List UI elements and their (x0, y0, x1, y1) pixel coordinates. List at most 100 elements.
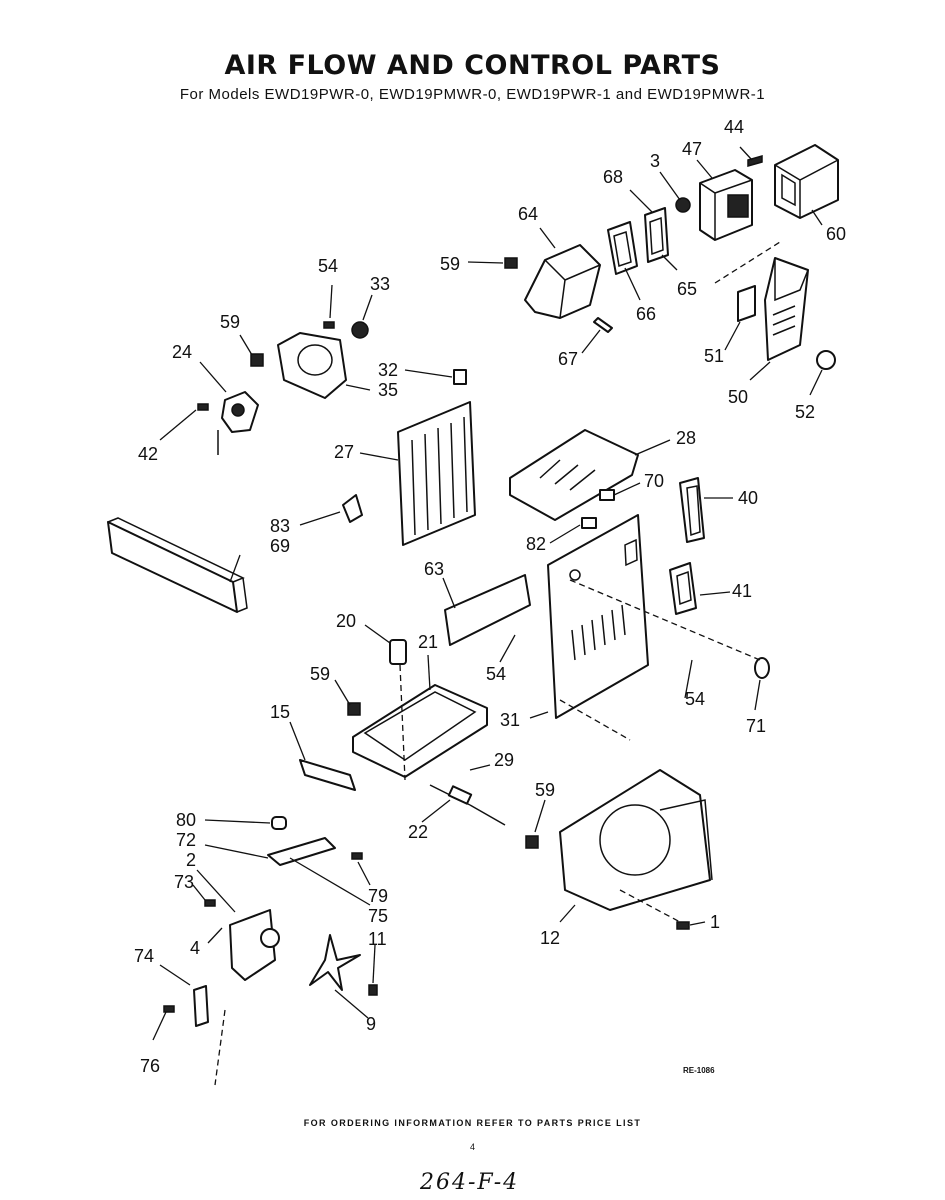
assembly-lines (214, 241, 781, 1086)
callout-47: 47 (682, 139, 702, 159)
callout-27: 27 (334, 442, 354, 462)
callout-59c: 59 (310, 664, 330, 684)
part-1-screw (676, 921, 690, 930)
part-71-cap (754, 657, 770, 679)
callout-64: 64 (518, 204, 538, 224)
callout-21: 21 (418, 632, 438, 652)
part-32-clip (453, 369, 467, 385)
part-64-damper (524, 244, 601, 319)
callout-69: 69 (270, 536, 290, 556)
part-28-cover (509, 429, 639, 521)
callout-3: 3 (650, 151, 660, 171)
part-9-fan-blade (309, 934, 361, 991)
part-54-screw (323, 321, 335, 329)
callout-33: 33 (370, 274, 390, 294)
callout-82: 82 (526, 534, 546, 554)
callout-12: 12 (540, 928, 560, 948)
callout-63: 63 (424, 559, 444, 579)
leader-lines (152, 146, 823, 1041)
callout-32: 32 (378, 360, 398, 380)
callout-65: 65 (677, 279, 697, 299)
page-number: 4 (469, 1142, 475, 1152)
part-82-clip (581, 517, 597, 529)
callout-59d: 59 (535, 780, 555, 800)
part-41-duct (669, 562, 697, 615)
part-73-screw (204, 899, 216, 907)
part-74-bracket (193, 985, 209, 1027)
part-83-clip (342, 494, 363, 523)
callout-40: 40 (738, 488, 758, 508)
part-12-fan-shroud (559, 769, 713, 911)
callout-15: 15 (270, 702, 290, 722)
part-42-screw (197, 403, 209, 411)
part-70-clip (599, 489, 615, 501)
page-title: AIR FLOW AND CONTROL PARTS (224, 50, 721, 81)
callout-74: 74 (134, 946, 154, 966)
part-20-plug (389, 639, 407, 665)
callout-68: 68 (603, 167, 623, 187)
callout-75: 75 (368, 906, 388, 926)
callout-2: 2 (186, 850, 196, 870)
part-44-screw (747, 155, 763, 167)
part-59-clip-3 (347, 702, 361, 716)
callout-54a: 54 (318, 256, 338, 276)
diagram-reference: RE-1086 (683, 1066, 715, 1075)
callout-54b: 54 (486, 664, 506, 684)
part-66-frame (607, 221, 638, 275)
callout-41: 41 (732, 581, 752, 601)
part-76-screw (163, 1005, 175, 1013)
part-59-clip (504, 257, 518, 269)
callout-70: 70 (644, 471, 664, 491)
callout-54c: 54 (685, 689, 705, 709)
part-22-sensor (429, 784, 506, 826)
callout-60: 60 (826, 224, 846, 244)
part-15-insert (299, 759, 356, 791)
part-63-plate (444, 574, 531, 646)
part-50-bracket (764, 257, 809, 361)
part-59-clip-4 (525, 835, 539, 849)
callout-31: 31 (500, 710, 520, 730)
callout-9: 9 (366, 1014, 376, 1034)
callout-67: 67 (558, 349, 578, 369)
page-subtitle: For Models EWD19PWR-0, EWD19PMWR-0, EWD1… (179, 86, 766, 103)
part-3-nut (675, 197, 691, 213)
part-35-housing (277, 332, 347, 399)
callout-79: 79 (368, 886, 388, 906)
callout-76: 76 (140, 1056, 160, 1076)
part-24-thermostat (217, 391, 259, 455)
callout-66: 66 (636, 304, 656, 324)
part-27-panel (397, 401, 476, 546)
part-68-gasket (644, 207, 669, 263)
part-11-screw (368, 984, 378, 996)
callout-80: 80 (176, 810, 196, 830)
callout-44: 44 (724, 117, 744, 137)
callout-73: 73 (174, 872, 194, 892)
callout-29: 29 (494, 750, 514, 770)
callout-71: 71 (746, 716, 766, 736)
callout-4: 4 (190, 938, 200, 958)
callout-35: 35 (378, 380, 398, 400)
part-67-screw (593, 317, 613, 333)
part-69-grille (107, 517, 248, 613)
ordering-note: FOR ORDERING INFORMATION REFER TO PARTS … (303, 1118, 642, 1128)
part-52-knob (816, 350, 836, 370)
callout-59b: 59 (220, 312, 240, 332)
callout-52: 52 (795, 402, 815, 422)
part-72-bracket (267, 837, 336, 866)
callout-28: 28 (676, 428, 696, 448)
callout-72: 72 (176, 830, 196, 850)
callout-24: 24 (172, 342, 192, 362)
part-59-clip-2 (250, 353, 264, 367)
callout-1: 1 (710, 912, 720, 932)
part-33-knob (351, 321, 369, 339)
part-79-screw (351, 852, 363, 860)
callout-42: 42 (138, 444, 158, 464)
part-47-control-block (699, 169, 753, 241)
part-2-motor (229, 909, 280, 981)
part-31-plate (547, 514, 649, 719)
callout-50: 50 (728, 387, 748, 407)
callout-20: 20 (336, 611, 356, 631)
part-40-duct (679, 477, 705, 543)
callout-22: 22 (408, 822, 428, 842)
